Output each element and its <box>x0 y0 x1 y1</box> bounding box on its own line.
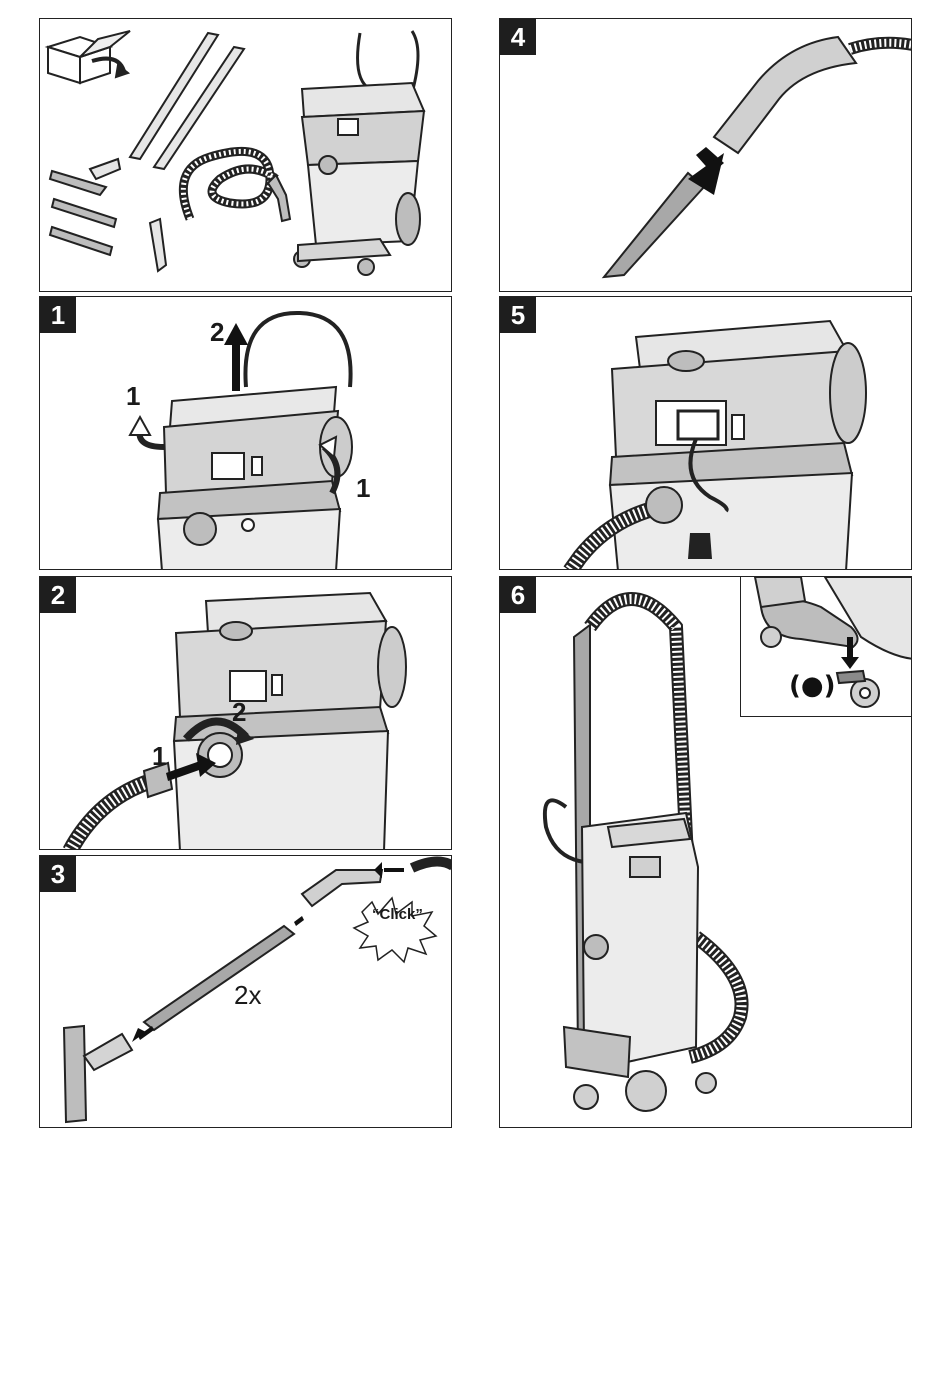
inset-castor-brake: (●) <box>740 577 912 717</box>
click-sound-label: “Click” <box>372 906 423 923</box>
callout-lift-head: 2 <box>210 317 224 348</box>
panel-step-2: 2 1 2 <box>39 576 452 850</box>
brake-pedal <box>837 671 865 683</box>
callout-push-in: 1 <box>152 741 166 772</box>
hose-end <box>412 861 452 868</box>
suction-hose <box>183 151 276 219</box>
open-box-icon <box>48 31 130 83</box>
panel-step-6: 6 (●) <box>499 576 912 1128</box>
step-number-badge: 5 <box>500 297 536 333</box>
panel-step-5: 5 <box>499 296 912 570</box>
panel-step-3: 3 2x “Click” <box>39 855 452 1128</box>
repeat-count-label: 2x <box>234 980 261 1011</box>
callout-release-left: 1 <box>126 381 140 412</box>
arrow-tube-to-handle <box>294 916 304 926</box>
handle-bend <box>714 37 856 153</box>
callout-release-right: 1 <box>356 473 370 504</box>
floor-nozzle-head <box>64 1026 86 1122</box>
step-number-badge: 1 <box>40 297 76 333</box>
step5-illustration <box>500 297 912 570</box>
vacuum-unit <box>294 31 424 275</box>
stored-floor-nozzle <box>564 1027 630 1077</box>
step-number-badge: 6 <box>500 577 536 613</box>
crevice-nozzle <box>604 173 704 277</box>
step-number-badge: 4 <box>500 19 536 55</box>
step-number-badge: 2 <box>40 577 76 613</box>
arrow-hose-to-handle <box>384 868 404 872</box>
floor-nozzle <box>50 159 120 255</box>
step4-illustration <box>500 19 912 292</box>
panel-step-4: 4 <box>499 18 912 292</box>
step-number-badge: 3 <box>40 856 76 892</box>
package-contents-illustration <box>40 19 452 292</box>
handle-bend <box>302 870 382 906</box>
panel-package-contents <box>39 18 452 292</box>
brake-lock-symbol: (●) <box>789 671 835 701</box>
extension-tube <box>144 926 294 1030</box>
panel-step-1: 1 2 1 1 <box>39 296 452 570</box>
hose-being-connected <box>70 779 158 850</box>
crevice-nozzle <box>150 219 166 271</box>
rear-wheel <box>626 1071 666 1111</box>
step1-illustration <box>40 297 452 570</box>
callout-turn: 2 <box>232 697 246 728</box>
